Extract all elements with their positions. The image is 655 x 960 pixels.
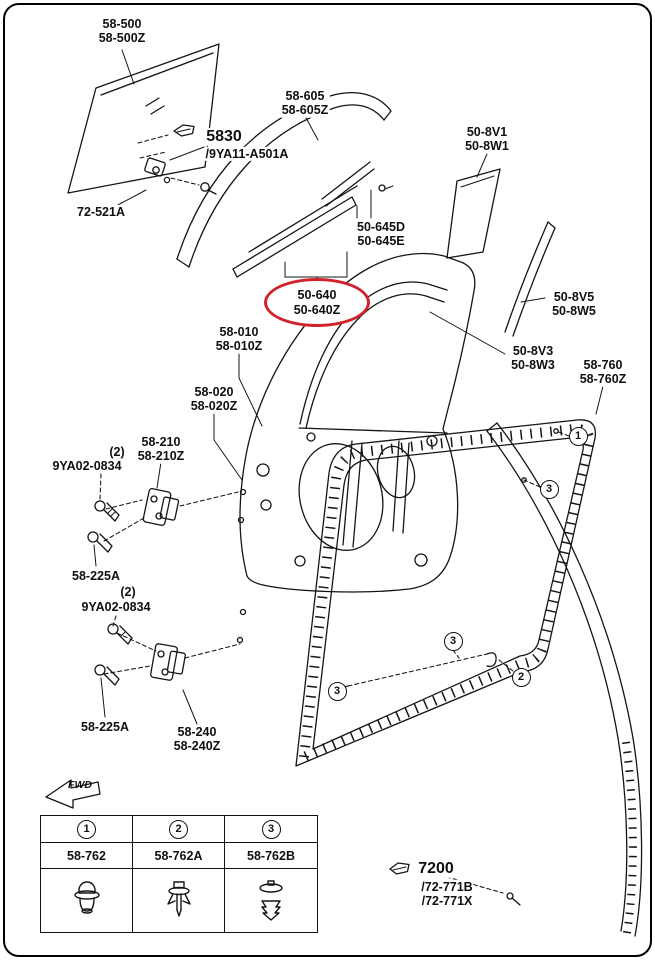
callout-1: 1 <box>568 426 588 446</box>
tree-clip-icon <box>259 879 283 921</box>
part-label-50-8v5: 50-8V5 50-8W5 <box>551 289 597 319</box>
part-label-50-8v1: 50-8V1 50-8W1 <box>464 124 510 154</box>
legend-part-58-762b: 58-762B <box>225 843 317 869</box>
callout-3-b: 3 <box>443 631 463 651</box>
winged-clip-icon <box>166 880 191 917</box>
part-label-58-210: 58-210 58-210Z <box>136 434 186 464</box>
grommet-clip-icon <box>73 880 100 914</box>
clip-legend-table: 1 2 3 58-762 58-762A 58-762B <box>40 815 318 933</box>
legend-callout-3: 3 <box>261 819 281 839</box>
division-seal-drawing <box>446 153 501 259</box>
legend-callout-2: 2 <box>169 819 188 839</box>
callout-3-c: 3 <box>327 681 347 701</box>
glass-fastener-drawing <box>115 124 217 207</box>
highlight-ellipse-50-640: 50-640 50-640Z <box>264 278 370 327</box>
door-glass-drawing <box>67 43 220 194</box>
legend-icon-cell-2 <box>133 869 225 932</box>
lower-hinge-drawing <box>94 615 241 725</box>
legend-header-1: 1 <box>41 816 133 843</box>
legend-header-2: 2 <box>133 816 225 843</box>
part-label-58-240: 58-240 58-240Z <box>172 724 222 754</box>
part-label-58-010: 58-010 58-010Z <box>214 324 264 354</box>
legend-header-3: 3 <box>225 816 317 843</box>
callout-3-a: 3 <box>539 479 559 499</box>
part-label-7200: 7200 <box>417 859 455 879</box>
qty-label-lower: (2) <box>119 584 137 600</box>
legend-part-58-762: 58-762 <box>41 843 133 869</box>
part-label-72-771: /72-771B /72-771X <box>420 879 474 909</box>
part-label-9ya11-a501a: /9YA11-A501A <box>204 146 290 162</box>
door-weatherstrip-drawing <box>295 385 604 767</box>
part-label-58-225a-upper: 58-225A <box>71 568 121 584</box>
part-label-50-640: 50-640 50-640Z <box>293 288 341 317</box>
legend-icon-cell-3 <box>225 869 317 932</box>
part-label-58-020: 58-020 58-020Z <box>189 384 239 414</box>
qty-label-upper: (2) <box>108 444 126 460</box>
part-label-50-8v3: 50-8V3 50-8W3 <box>510 343 556 373</box>
fwd-arrow <box>45 779 101 809</box>
belt-molding-drawing <box>232 185 358 282</box>
callout-2: 2 <box>511 667 531 687</box>
part-label-58-500: 58-500 58-500Z <box>97 16 147 46</box>
part-label-5830: 5830 <box>205 127 243 147</box>
part-label-58-760: 58-760 58-760Z <box>578 357 628 387</box>
part-label-58-225a-lower: 58-225A <box>80 719 130 735</box>
sash-channel-drawing <box>321 161 394 219</box>
part-label-50-645d: 50-645D 50-645E <box>356 219 406 249</box>
upper-hinge-drawing <box>87 461 239 567</box>
part-label-9ya02-0834-upper: 9YA02-0834 <box>51 458 123 474</box>
part-label-58-605: 58-605 58-605Z <box>280 88 330 118</box>
legend-part-58-762a: 58-762A <box>133 843 225 869</box>
fwd-label: FWD <box>68 779 92 792</box>
legend-icon-cell-1 <box>41 869 133 932</box>
part-label-72-521a: 72-521A <box>76 204 126 220</box>
rear-run-drawing <box>504 221 556 337</box>
part-label-9ya02-0834-lower: 9YA02-0834 <box>80 599 152 615</box>
legend-callout-1: 1 <box>77 819 96 839</box>
